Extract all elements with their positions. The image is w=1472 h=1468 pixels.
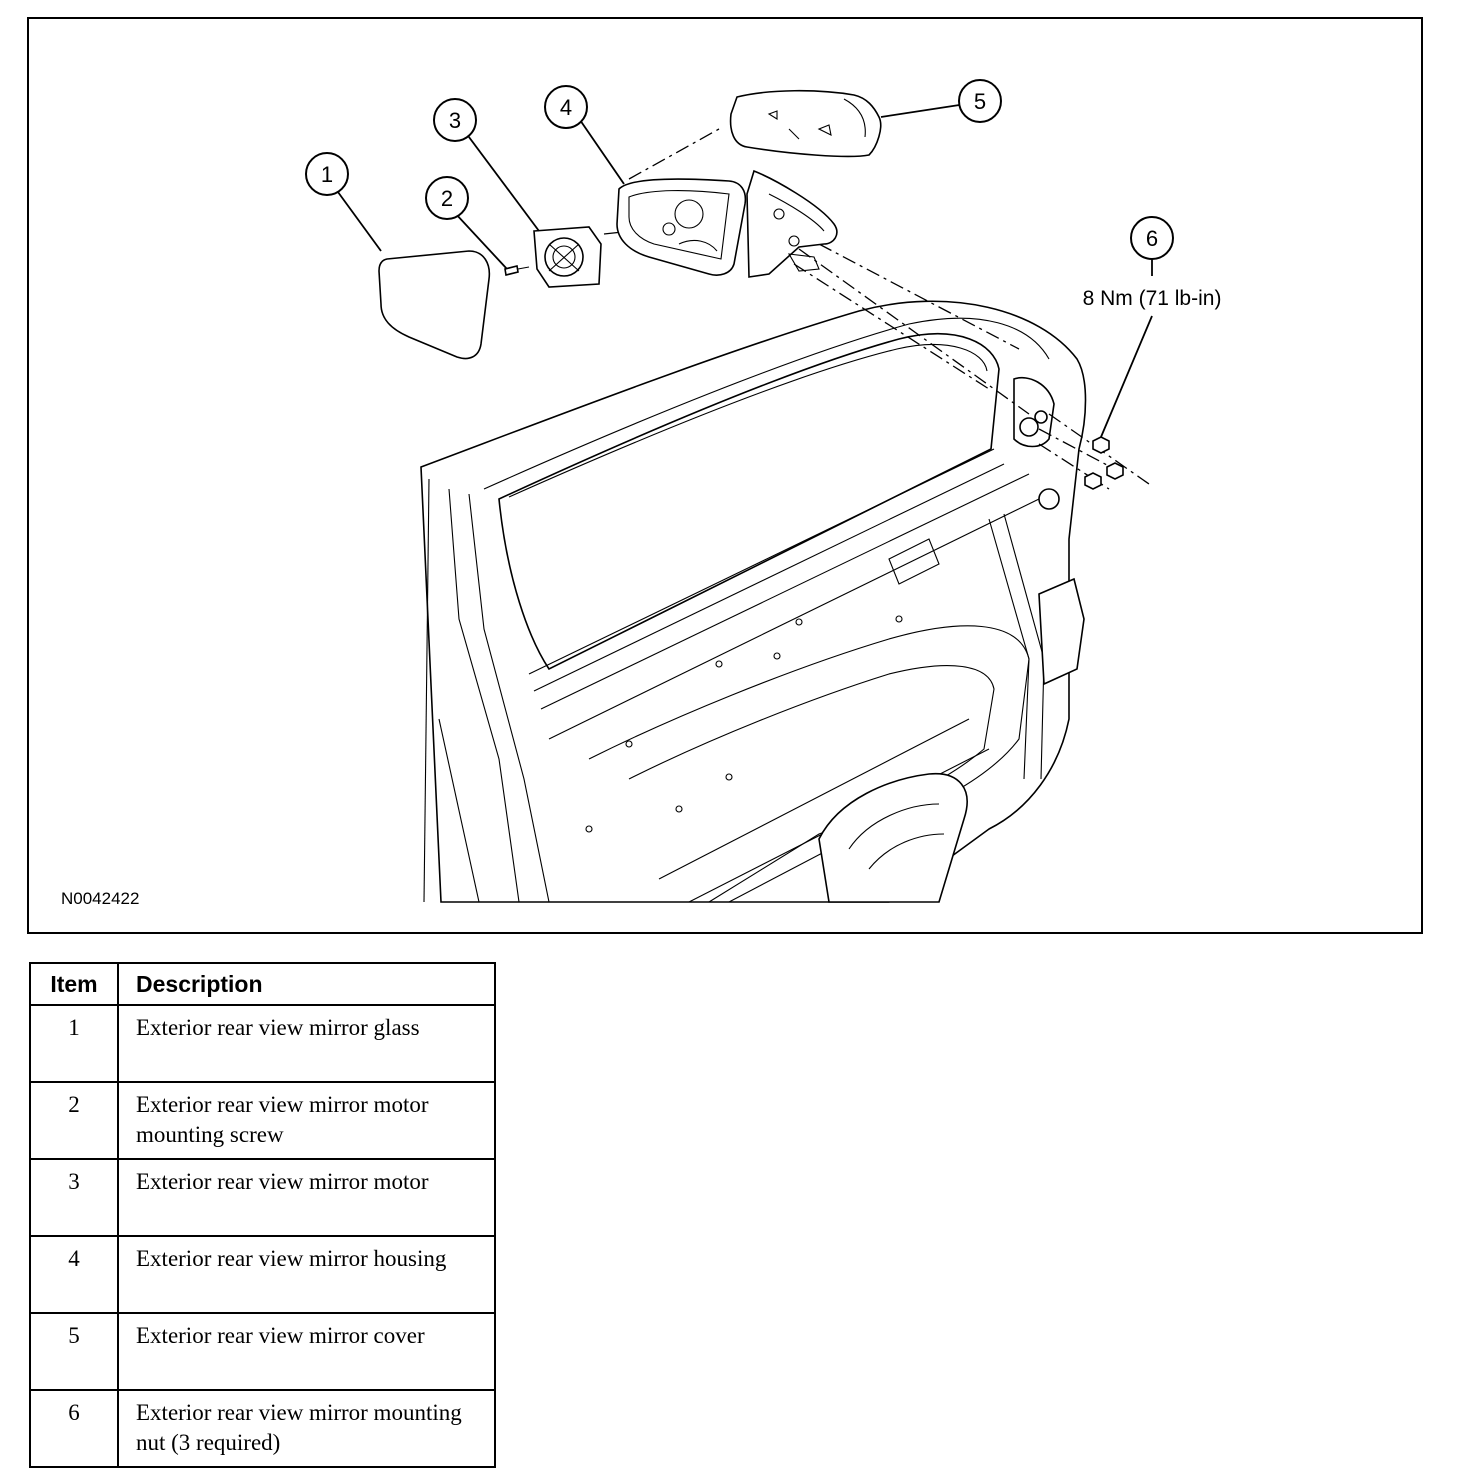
exploded-view-figure: 1 2 3 4 5 6 8 Nm (71 lb-in) N0042422 <box>27 17 1423 934</box>
svg-text:5: 5 <box>974 89 986 114</box>
mirror-cover-part <box>729 89 882 158</box>
table-row: 2 Exterior rear view mirror motor mounti… <box>29 1081 496 1160</box>
figure-id-label: N0042422 <box>61 889 139 908</box>
mirror-housing-part <box>616 169 838 278</box>
parts-legend-table: Item Description 1 Exterior rear view mi… <box>29 962 496 1468</box>
motor-screw-part <box>504 265 530 276</box>
item-description: Exterior rear view mirror mounting nut (… <box>117 1389 496 1468</box>
mirror-glass-part <box>378 250 491 360</box>
item-description: Exterior rear view mirror motor <box>117 1158 496 1237</box>
header-description: Description <box>117 962 496 1006</box>
header-item: Item <box>29 962 119 1006</box>
svg-text:3: 3 <box>449 108 461 133</box>
table-row: 3 Exterior rear view mirror motor <box>29 1158 496 1237</box>
item-number: 4 <box>29 1235 119 1314</box>
item-number: 2 <box>29 1081 119 1160</box>
mirror-assembly-illustration: 1 2 3 4 5 6 8 Nm (71 lb-in) N0042422 <box>61 79 1222 908</box>
callout-2: 2 <box>425 176 469 220</box>
item-description: Exterior rear view mirror motor mounting… <box>117 1081 496 1160</box>
front-door-drawing <box>420 300 1087 903</box>
table-header-row: Item Description <box>29 962 496 1006</box>
table-row: 5 Exterior rear view mirror cover <box>29 1312 496 1391</box>
callout-3: 3 <box>433 98 477 142</box>
svg-text:2: 2 <box>441 186 453 211</box>
item-description: Exterior rear view mirror housing <box>117 1235 496 1314</box>
item-description: Exterior rear view mirror glass <box>117 1004 496 1083</box>
mounting-nuts-part <box>1084 436 1124 490</box>
item-number: 1 <box>29 1004 119 1083</box>
svg-text:6: 6 <box>1146 226 1158 251</box>
callout-1: 1 <box>305 152 349 196</box>
alignment-lines <box>603 128 1150 490</box>
mirror-motor-part <box>533 226 602 288</box>
item-number: 6 <box>29 1389 119 1468</box>
callout-5: 5 <box>958 79 1002 123</box>
table-row: 4 Exterior rear view mirror housing <box>29 1235 496 1314</box>
item-number: 3 <box>29 1158 119 1237</box>
table-row: 1 Exterior rear view mirror glass <box>29 1004 496 1083</box>
torque-spec-label: 8 Nm (71 lb-in) <box>1083 287 1222 310</box>
callout-4: 4 <box>544 85 588 129</box>
table-row: 6 Exterior rear view mirror mounting nut… <box>29 1389 496 1468</box>
svg-text:4: 4 <box>560 95 572 120</box>
item-number: 5 <box>29 1312 119 1391</box>
svg-text:1: 1 <box>321 162 333 187</box>
callout-6: 6 <box>1130 216 1174 260</box>
item-description: Exterior rear view mirror cover <box>117 1312 496 1391</box>
